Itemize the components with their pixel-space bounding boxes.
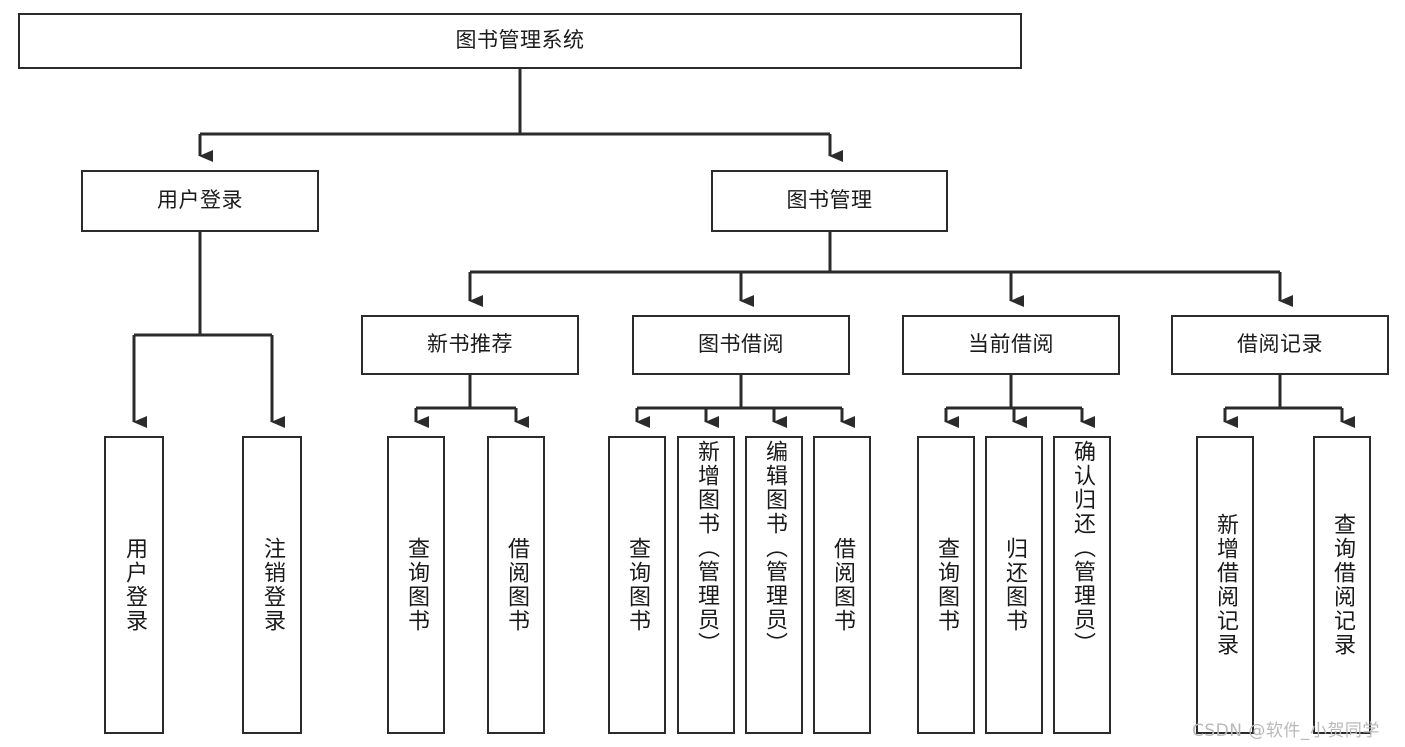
node-current-borrow-label: 当前借阅 bbox=[968, 332, 1054, 357]
node-leaf-query-book-borrow-label: 查询图书 bbox=[625, 537, 650, 633]
node-leaf-query-borrow-record-label: 查询借阅记录 bbox=[1330, 513, 1355, 657]
node-leaf-add-borrow-record-label: 新增借阅记录 bbox=[1213, 513, 1238, 657]
node-new-book-recommend[interactable]: 新书推荐 bbox=[361, 315, 579, 375]
node-current-borrow[interactable]: 当前借阅 bbox=[902, 315, 1120, 375]
node-leaf-query-book-recommend[interactable]: 查询图书 bbox=[387, 436, 445, 734]
node-leaf-add-book[interactable]: 新增图书（管理员） bbox=[677, 436, 735, 734]
node-leaf-confirm-return-label: 确认归还（管理员） bbox=[1070, 440, 1095, 656]
node-book-management[interactable]: 图书管理 bbox=[711, 170, 948, 232]
node-leaf-query-book-recommend-label: 查询图书 bbox=[404, 537, 429, 633]
node-borrow-record[interactable]: 借阅记录 bbox=[1171, 315, 1389, 375]
node-leaf-query-book-current[interactable]: 查询图书 bbox=[917, 436, 975, 734]
node-user-login-label: 用户登录 bbox=[157, 188, 243, 213]
node-leaf-return-book[interactable]: 归还图书 bbox=[985, 436, 1043, 734]
node-leaf-return-book-label: 归还图书 bbox=[1002, 537, 1027, 633]
node-leaf-user-login[interactable]: 用户登录 bbox=[104, 436, 164, 734]
node-leaf-add-borrow-record[interactable]: 新增借阅记录 bbox=[1196, 436, 1254, 734]
node-leaf-user-logout[interactable]: 注销登录 bbox=[242, 436, 302, 734]
node-leaf-user-logout-label: 注销登录 bbox=[260, 537, 285, 633]
node-leaf-query-borrow-record[interactable]: 查询借阅记录 bbox=[1313, 436, 1371, 734]
node-leaf-query-book-borrow[interactable]: 查询图书 bbox=[608, 436, 666, 734]
node-leaf-borrow-book[interactable]: 借阅图书 bbox=[813, 436, 871, 734]
node-root[interactable]: 图书管理系统 bbox=[18, 13, 1022, 69]
node-leaf-user-login-label: 用户登录 bbox=[122, 537, 147, 633]
node-leaf-borrow-book-label: 借阅图书 bbox=[830, 537, 855, 633]
node-leaf-confirm-return[interactable]: 确认归还（管理员） bbox=[1053, 436, 1111, 734]
node-leaf-borrow-book-recommend[interactable]: 借阅图书 bbox=[487, 436, 545, 734]
node-leaf-borrow-book-recommend-label: 借阅图书 bbox=[504, 537, 529, 633]
node-book-borrow[interactable]: 图书借阅 bbox=[632, 315, 850, 375]
node-leaf-edit-book[interactable]: 编辑图书（管理员） bbox=[745, 436, 803, 734]
node-book-borrow-label: 图书借阅 bbox=[698, 332, 784, 357]
node-leaf-query-book-current-label: 查询图书 bbox=[934, 537, 959, 633]
node-leaf-edit-book-label: 编辑图书（管理员） bbox=[762, 440, 787, 656]
node-root-label: 图书管理系统 bbox=[455, 28, 585, 53]
node-book-management-label: 图书管理 bbox=[786, 188, 873, 213]
node-new-book-recommend-label: 新书推荐 bbox=[427, 332, 513, 357]
node-borrow-record-label: 借阅记录 bbox=[1237, 332, 1323, 357]
node-leaf-add-book-label: 新增图书（管理员） bbox=[694, 440, 719, 656]
node-user-login[interactable]: 用户登录 bbox=[81, 170, 319, 232]
